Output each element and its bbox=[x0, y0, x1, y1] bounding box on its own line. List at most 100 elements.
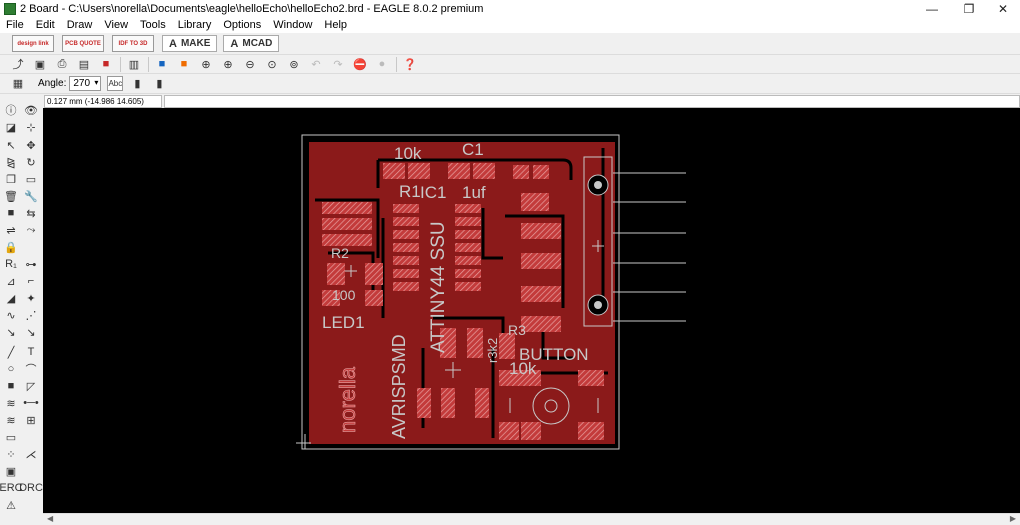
meander-icon[interactable]: ∿ bbox=[6, 309, 16, 322]
restore-button[interactable]: ❐ bbox=[963, 1, 975, 16]
undo-icon[interactable]: ↶ bbox=[311, 58, 321, 71]
redraw-icon[interactable]: ⊚ bbox=[289, 58, 299, 71]
mount-holes bbox=[587, 174, 609, 316]
board-canvas[interactable]: norella 10k R1 C1 1uf IC1 ATTINY44 SSU R… bbox=[43, 108, 1020, 513]
value-icon[interactable]: ⊶ bbox=[25, 258, 37, 271]
polygon-icon[interactable]: ◸ bbox=[26, 380, 36, 393]
script-icon[interactable]: ■ bbox=[158, 58, 166, 70]
layer-icon[interactable]: ≋ bbox=[6, 397, 16, 410]
close-button[interactable]: ✕ bbox=[997, 1, 1009, 16]
text-icon[interactable]: T bbox=[27, 346, 35, 358]
attribute-icon[interactable]: ▭ bbox=[5, 431, 17, 444]
circle-icon[interactable]: ○ bbox=[7, 363, 15, 375]
open-icon[interactable]: ⤴ bbox=[12, 59, 24, 71]
wrench-icon[interactable]: 🔧 bbox=[24, 190, 38, 203]
wire-icon[interactable]: ╱ bbox=[7, 346, 15, 359]
via-icon[interactable]: •─• bbox=[23, 397, 39, 409]
delete-icon[interactable]: 🗑 bbox=[4, 190, 18, 203]
button-outline bbox=[509, 387, 599, 425]
arc-icon[interactable]: ⌒ bbox=[25, 364, 37, 376]
mirror-text-toggle[interactable]: Abc bbox=[107, 76, 124, 91]
go-icon[interactable]: ● bbox=[378, 58, 386, 70]
display-layers-icon[interactable]: ◪ bbox=[5, 121, 17, 134]
menu-file[interactable]: File bbox=[6, 19, 24, 31]
print-icon[interactable]: ⎙ bbox=[57, 57, 67, 70]
ratsnest-icon[interactable]: ⁘ bbox=[6, 448, 16, 461]
run-ulp-icon[interactable]: ■ bbox=[180, 58, 188, 70]
show-icon[interactable]: 👁 bbox=[24, 104, 38, 117]
idf-to-3d-button[interactable]: IDF TO 3D bbox=[112, 35, 154, 52]
lock-icon[interactable]: 🔒 bbox=[4, 241, 18, 254]
menu-window[interactable]: Window bbox=[273, 19, 313, 31]
drc-board-icon[interactable]: ▣ bbox=[5, 465, 17, 478]
menu-help[interactable]: Help bbox=[324, 19, 348, 31]
dimension-icon[interactable]: ⊞ bbox=[26, 414, 36, 427]
cam-icon[interactable]: ▤ bbox=[78, 58, 90, 71]
drc-icon[interactable]: DRC bbox=[19, 482, 43, 494]
menu-view[interactable]: View bbox=[104, 19, 129, 31]
led-name-label: LED1 bbox=[322, 313, 365, 332]
command-input[interactable] bbox=[163, 94, 1020, 108]
zoom-in-icon[interactable]: ⊕ bbox=[223, 58, 233, 71]
move-icon[interactable]: ↖ bbox=[6, 139, 16, 152]
angle-select[interactable]: 270▾ bbox=[69, 76, 102, 91]
redo-icon[interactable]: ↷ bbox=[333, 58, 343, 71]
zoom-out-icon[interactable]: ⊖ bbox=[245, 58, 255, 71]
mirror-icon[interactable]: ⧎ bbox=[6, 156, 16, 169]
minimize-button[interactable]: — bbox=[926, 1, 938, 16]
menu-draw[interactable]: Draw bbox=[66, 19, 93, 31]
zoom-select-icon[interactable]: ⊙ bbox=[267, 58, 277, 71]
scroll-right-icon[interactable]: ▶ bbox=[1009, 514, 1016, 523]
scroll-left-icon[interactable]: ◀ bbox=[47, 514, 54, 523]
autoroute-icon[interactable]: ↘ bbox=[26, 326, 36, 339]
r2-value-label: 100 bbox=[332, 287, 356, 303]
name-icon[interactable]: R₁ bbox=[5, 258, 17, 270]
help-icon[interactable]: ❓ bbox=[403, 58, 417, 71]
swap-icon[interactable]: ⇌ bbox=[6, 224, 16, 237]
miter-icon[interactable]: ⌐ bbox=[27, 275, 35, 287]
pcb-quote-button[interactable]: PCB QUOTE bbox=[62, 35, 104, 52]
design-link-button[interactable]: design link bbox=[12, 35, 54, 52]
optimize-icon[interactable]: ✦ bbox=[26, 292, 36, 305]
ulp-icon[interactable]: ▥ bbox=[128, 58, 140, 71]
split-icon[interactable]: ◢ bbox=[6, 292, 16, 305]
menu-tools[interactable]: Tools bbox=[140, 19, 166, 31]
save-icon[interactable]: ▣ bbox=[34, 58, 46, 71]
auto-icon[interactable]: ⋌ bbox=[25, 448, 37, 461]
group-move-icon[interactable]: ✥ bbox=[26, 139, 36, 152]
r1-name-label: R1 bbox=[399, 182, 421, 201]
replace-icon[interactable]: ⇆ bbox=[26, 207, 36, 220]
rectangle-icon[interactable]: ■ bbox=[7, 380, 15, 392]
ripup-icon[interactable]: ↘ bbox=[6, 326, 16, 339]
add-part-icon[interactable]: ■ bbox=[7, 207, 15, 219]
style-toggle-icon[interactable]: ▮ bbox=[156, 78, 163, 90]
horizontal-scrollbar[interactable]: ◀ ▶ bbox=[43, 513, 1020, 525]
idf-label: IDF TO 3D bbox=[118, 40, 148, 47]
info-icon[interactable]: ⓘ bbox=[5, 105, 17, 117]
r3-name-label: R3 bbox=[508, 322, 526, 338]
erc-icon[interactable]: ERC bbox=[0, 482, 23, 494]
sch-brd-switch-icon[interactable]: ■ bbox=[102, 58, 110, 70]
zoom-fit-icon[interactable]: ⊕ bbox=[201, 58, 211, 71]
copy-icon[interactable]: ❐ bbox=[6, 173, 16, 186]
menu-edit[interactable]: Edit bbox=[35, 19, 55, 31]
gate-swap-icon[interactable]: ⤳ bbox=[26, 223, 36, 236]
route-icon[interactable]: ⋰ bbox=[25, 309, 37, 322]
ic1-value-label: ATTINY44 SSU bbox=[428, 221, 449, 353]
style-toggle-icon[interactable]: ▮ bbox=[134, 78, 141, 90]
hole-icon[interactable]: ≋ bbox=[6, 414, 16, 427]
mark-icon[interactable]: ⊹ bbox=[26, 121, 36, 134]
smash-icon[interactable]: ⊿ bbox=[6, 275, 16, 288]
grid-icon[interactable]: ▦ bbox=[12, 78, 24, 90]
rotate-icon[interactable]: ↻ bbox=[26, 156, 36, 169]
errors-icon[interactable]: ⚠ bbox=[6, 499, 16, 512]
pcb-quote-label: PCB QUOTE bbox=[65, 40, 101, 47]
menu-library[interactable]: Library bbox=[177, 19, 212, 31]
c1-value-label: 1uf bbox=[462, 183, 486, 202]
header-outline bbox=[583, 156, 686, 327]
paste-icon[interactable]: ▭ bbox=[25, 173, 37, 186]
menu-options[interactable]: Options bbox=[223, 19, 262, 31]
stop-icon[interactable]: ⛔ bbox=[353, 58, 367, 71]
